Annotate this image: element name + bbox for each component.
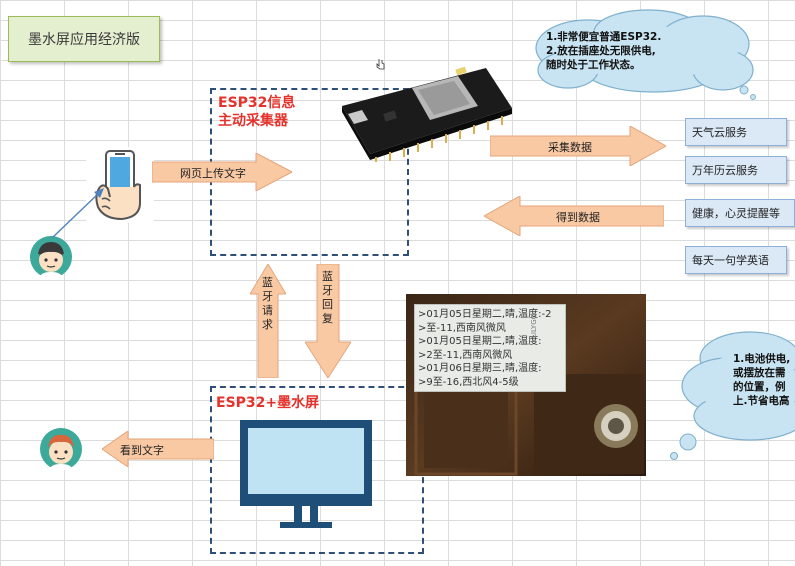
cloud-right-text: 1.电池供电, 或摆放在需 的位置，例 上.节省电高 xyxy=(733,352,790,408)
epaper-brand: LILYGO xyxy=(530,313,538,338)
cloud-right-shape xyxy=(670,331,795,460)
cloud-right-line4: 上.节省电高 xyxy=(733,395,790,407)
collector-label-line2: 主动采集器 xyxy=(218,113,288,129)
epaper-photo: >01月05日星期二,晴,温度:-2 >至-11,西南风微风 >01月05日星期… xyxy=(406,294,646,476)
collector-label: ESP32信息 主动采集器 xyxy=(218,94,295,130)
viewer-avatar-icon xyxy=(40,428,82,470)
phone-hand-icon xyxy=(86,147,154,223)
epaper-line-6: >9至-16,西北风4-5级 xyxy=(418,376,519,388)
epaper-line-2: >至-11,西南风微风 xyxy=(418,322,506,334)
cloud-top-line1: 1.非常便宜普通ESP32. xyxy=(546,31,662,43)
epaper-line-1: >01月05日星期二,晴,温度:-2 xyxy=(418,309,552,320)
bt-reply-label: 蓝牙回复 xyxy=(322,270,333,325)
cloud-top-shape xyxy=(535,9,756,100)
epaper-line-4: >2至-11,西南风微风 xyxy=(418,349,513,361)
user-to-phone-line xyxy=(51,188,104,239)
epaper-line-3: >01月05日星期二,晴,温度: xyxy=(418,336,542,347)
esp32-board-image xyxy=(342,66,512,162)
pointer-cursor-icon xyxy=(376,59,385,70)
see-text-arrow xyxy=(102,431,214,467)
get-data-arrow-label: 得到数据 xyxy=(556,211,600,224)
bt-request-arrow xyxy=(250,264,286,378)
cloud-right-line1: 1.电池供电, xyxy=(733,353,791,365)
display-label: ESP32+墨水屏 xyxy=(216,395,320,411)
bt-request-label: 蓝牙请求 xyxy=(262,276,273,331)
cloud-right-line3: 的位置，例 xyxy=(733,381,786,393)
cloud-top-text: 1.非常便宜普通ESP32. 2.放在插座处无限供电, 随时处于工作状态。 xyxy=(546,30,661,72)
cloud-right-line2: 或摆放在需 xyxy=(733,367,786,379)
get-data-arrow xyxy=(484,196,664,236)
epaper-line-5: >01月06日星期三,晴,温度: xyxy=(418,363,542,374)
service-english: 每天一句学英语 xyxy=(685,246,787,274)
epaper-text: >01月05日星期二,晴,温度:-2 >至-11,西南风微风 >01月05日星期… xyxy=(418,308,556,389)
bt-reply-arrow xyxy=(305,264,351,378)
collect-arrow xyxy=(490,126,666,166)
upload-arrow-label: 网页上传文字 xyxy=(180,167,246,180)
collect-arrow-label: 采集数据 xyxy=(548,141,592,154)
upload-arrow xyxy=(152,153,292,191)
service-calendar: 万年历云服务 xyxy=(685,156,787,184)
monitor-icon xyxy=(240,420,372,528)
user-avatar-icon xyxy=(30,236,72,278)
diagram-title: 墨水屏应用经济版 xyxy=(8,16,160,62)
service-health: 健康，心灵提醒等 xyxy=(685,199,795,227)
see-text-label: 看到文字 xyxy=(120,444,164,457)
collector-label-line1: ESP32信息 xyxy=(218,95,296,111)
cloud-top-line3: 随时处于工作状态。 xyxy=(546,59,641,71)
epaper-screen xyxy=(414,304,566,392)
cloud-top-line2: 2.放在插座处无限供电, xyxy=(546,45,656,57)
service-weather: 天气云服务 xyxy=(685,118,787,146)
